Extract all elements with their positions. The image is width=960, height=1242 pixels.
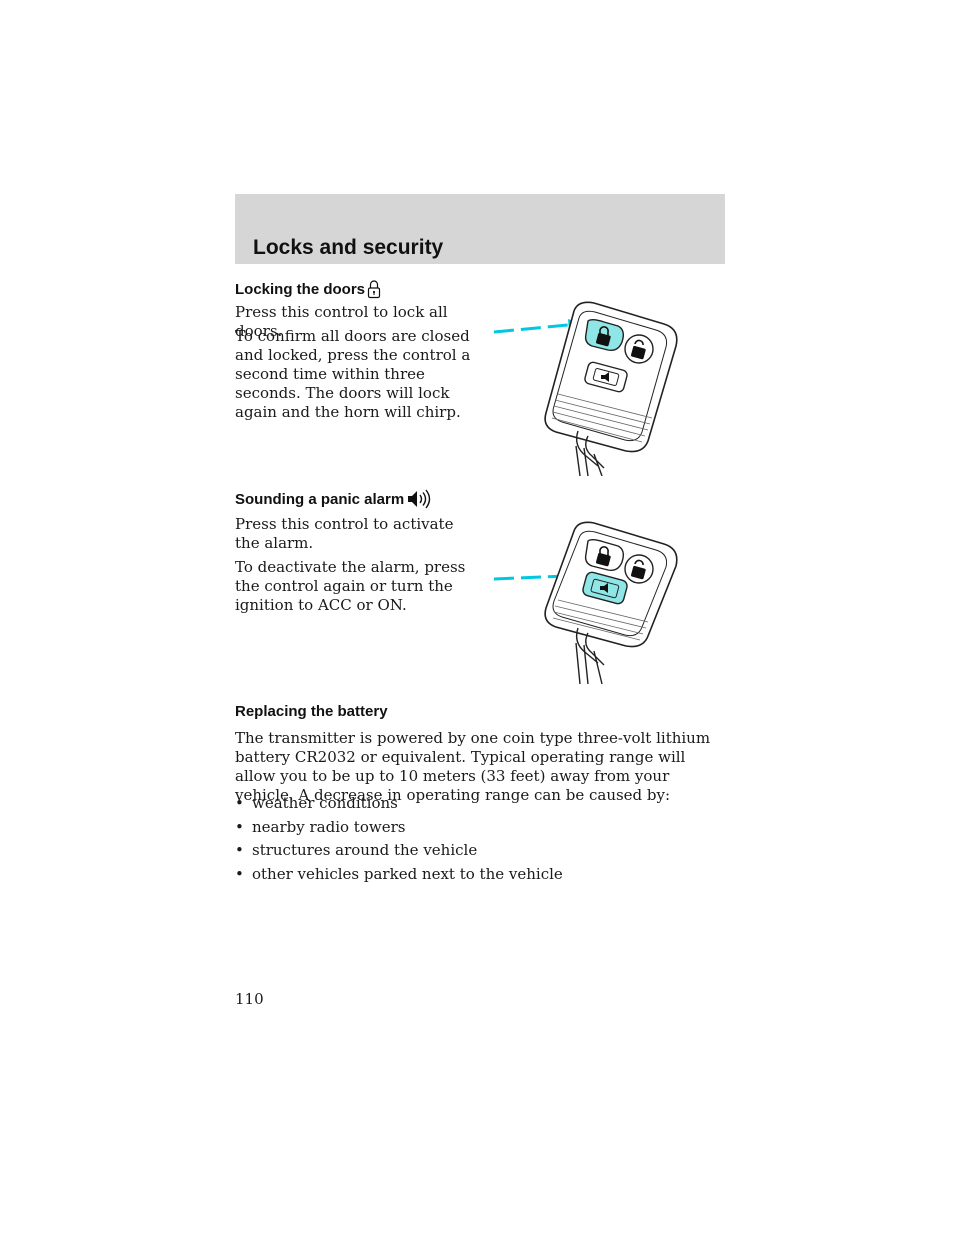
- replacing-battery-heading-text: Replacing the battery: [235, 703, 388, 720]
- pointer-arrow: [493, 574, 567, 581]
- section-title: Locks and security: [253, 236, 444, 259]
- lock-icon: [367, 280, 381, 299]
- replacing-battery-heading: Replacing the battery: [235, 703, 388, 720]
- key-fob-lock-illustration: [493, 301, 678, 476]
- list-item: •structures around the vehicle: [235, 841, 478, 859]
- panic-button: [582, 571, 628, 605]
- locking-para-2: To confirm all doors are closed and lock…: [235, 327, 471, 421]
- range-factors-list: •weather conditions •nearby radio towers…: [235, 794, 563, 888]
- panic-alarm-heading: Sounding a panic alarm: [235, 489, 434, 509]
- key-fob-panic-illustration: [493, 521, 678, 685]
- pointer-arrow: [493, 323, 569, 334]
- list-item: •weather conditions: [235, 794, 398, 812]
- section-header-band: Locks and security: [235, 194, 725, 264]
- page-number: 110: [235, 990, 264, 1008]
- panic-alarm-heading-text: Sounding a panic alarm: [235, 490, 405, 508]
- lock-button: [584, 319, 625, 352]
- list-item: •other vehicles parked next to the vehic…: [235, 864, 563, 883]
- unlock-button: [624, 334, 654, 364]
- panic-para-2: To deactivate the alarm, press the contr…: [235, 558, 466, 614]
- battery-para: The transmitter is powered by one coin t…: [235, 729, 711, 804]
- horn-icon: [408, 489, 431, 509]
- locking-para-1: Press this control to lock all doors.: [235, 303, 448, 340]
- panic-button: [584, 361, 628, 393]
- panic-para-1: Press this control to activate the alarm…: [235, 515, 454, 552]
- lock-button: [584, 539, 625, 572]
- list-item: •nearby radio towers: [235, 817, 406, 836]
- locking-doors-heading-text: Locking the doors: [235, 280, 366, 298]
- locking-doors-heading: Locking the doors: [235, 279, 381, 299]
- unlock-button: [624, 554, 654, 584]
